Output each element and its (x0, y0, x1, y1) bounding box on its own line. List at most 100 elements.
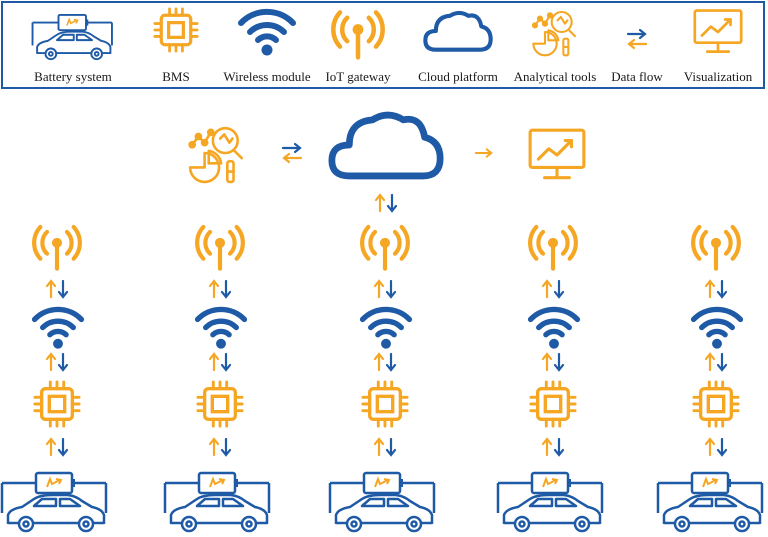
wifi-icon (690, 305, 744, 350)
data-flow-arrows (703, 437, 729, 457)
visualization-node (526, 126, 588, 184)
bms-node (361, 380, 409, 428)
data-flow-arrows (540, 437, 566, 457)
legend-item-visualization: Visualization (668, 7, 768, 89)
battery-system-node (496, 463, 606, 533)
iot-gateway-node (29, 222, 85, 272)
wireless-module-node (31, 305, 85, 350)
legend-item-data-flow: Data flow (587, 7, 687, 89)
bidirectional-arrows-icon (540, 437, 566, 457)
data-flow-arrows (372, 352, 398, 372)
data-flow-arrows (540, 279, 566, 299)
wireless-module-node (194, 305, 248, 350)
monitor-chart-icon (526, 126, 588, 184)
iot-gateway-node (688, 222, 744, 272)
bidirectional-arrows-icon (207, 279, 233, 299)
bidirectional-arrows-icon (372, 279, 398, 299)
legend-label: Battery system (34, 69, 112, 84)
data-flow-cloud-gateway (373, 193, 399, 213)
bms-node (529, 380, 577, 428)
bidirectional-arrows-icon (540, 352, 566, 372)
wifi-icon (194, 305, 248, 350)
battery-system-node (163, 463, 273, 533)
legend-label: Visualization (683, 69, 753, 84)
data-flow-arrows (540, 352, 566, 372)
monitor-chart-icon (691, 7, 745, 57)
cloud-icon (423, 7, 493, 55)
battery-car-icon (0, 463, 110, 533)
wifi-icon (237, 7, 297, 57)
bms-node (692, 380, 740, 428)
bidirectional-arrows-icon (626, 27, 648, 51)
legend-label: Data flow (611, 69, 663, 84)
wireless-module-node (359, 305, 413, 350)
battery-car-icon (656, 463, 766, 533)
iot-gateway-node (525, 222, 581, 272)
chip-icon (196, 380, 244, 428)
iot-gateway-node (192, 222, 248, 272)
legend-item-iot-gateway: IoT gateway (308, 7, 408, 89)
legend-panel: Battery system BMS Wireless module IoT g… (1, 1, 765, 89)
battery-car-icon (31, 7, 115, 61)
legend-label: IoT gateway (325, 69, 391, 84)
wifi-icon (359, 305, 413, 350)
data-flow-analytics-cloud (281, 141, 303, 165)
antenna-icon (525, 222, 581, 272)
antenna-icon (192, 222, 248, 272)
bidirectional-arrows-icon (44, 279, 70, 299)
battery-car-icon (496, 463, 606, 533)
battery-system-node (328, 463, 438, 533)
bidirectional-arrows-icon (372, 352, 398, 372)
legend-item-bms: BMS (126, 7, 226, 89)
battery-car-icon (328, 463, 438, 533)
cloud-platform-node (328, 106, 444, 184)
data-flow-arrows (372, 437, 398, 457)
legend-label: Cloud platform (418, 69, 498, 84)
wifi-icon (527, 305, 581, 350)
bidirectional-arrows-icon (207, 437, 233, 457)
cloud-icon (328, 106, 444, 184)
bms-node (196, 380, 244, 428)
chip-icon (153, 7, 199, 53)
bms-node (33, 380, 81, 428)
bidirectional-arrows-icon (703, 279, 729, 299)
bidirectional-arrows-icon (44, 352, 70, 372)
legend-label: Wireless module (223, 69, 311, 84)
chip-icon (529, 380, 577, 428)
data-flow-arrows (703, 279, 729, 299)
antenna-icon (29, 222, 85, 272)
chip-icon (33, 380, 81, 428)
chip-icon (692, 380, 740, 428)
data-flow-arrows (207, 352, 233, 372)
bidirectional-arrows-icon (703, 437, 729, 457)
data-flow-arrows (44, 352, 70, 372)
wireless-module-node (527, 305, 581, 350)
antenna-icon (357, 222, 413, 272)
data-flow-arrows (207, 279, 233, 299)
wireless-module-node (690, 305, 744, 350)
antenna-icon (688, 222, 744, 272)
bidirectional-arrows-icon (44, 437, 70, 457)
wifi-icon (31, 305, 85, 350)
legend-item-battery-system: Battery system (23, 7, 123, 89)
analytics-icon (186, 122, 248, 184)
battery-car-icon (163, 463, 273, 533)
analytical-tools-node (186, 122, 248, 184)
legend-label: BMS (162, 69, 190, 84)
data-flow-arrows (44, 279, 70, 299)
data-flow-arrows (372, 279, 398, 299)
battery-system-node (656, 463, 766, 533)
legend-item-cloud-platform: Cloud platform (408, 7, 508, 89)
analytics-icon (530, 7, 580, 57)
iot-gateway-node (357, 222, 413, 272)
legend-item-wireless-module: Wireless module (217, 7, 317, 89)
bidirectional-arrows-icon (372, 437, 398, 457)
antenna-icon (331, 7, 385, 61)
data-flow-arrows (44, 437, 70, 457)
data-flow-arrows (207, 437, 233, 457)
arrow-right-icon (474, 146, 494, 160)
data-flow-cloud-visualization (474, 146, 494, 160)
bidirectional-arrows-icon (281, 141, 303, 165)
bidirectional-arrows-icon (540, 279, 566, 299)
bidirectional-arrows-icon (373, 193, 399, 213)
